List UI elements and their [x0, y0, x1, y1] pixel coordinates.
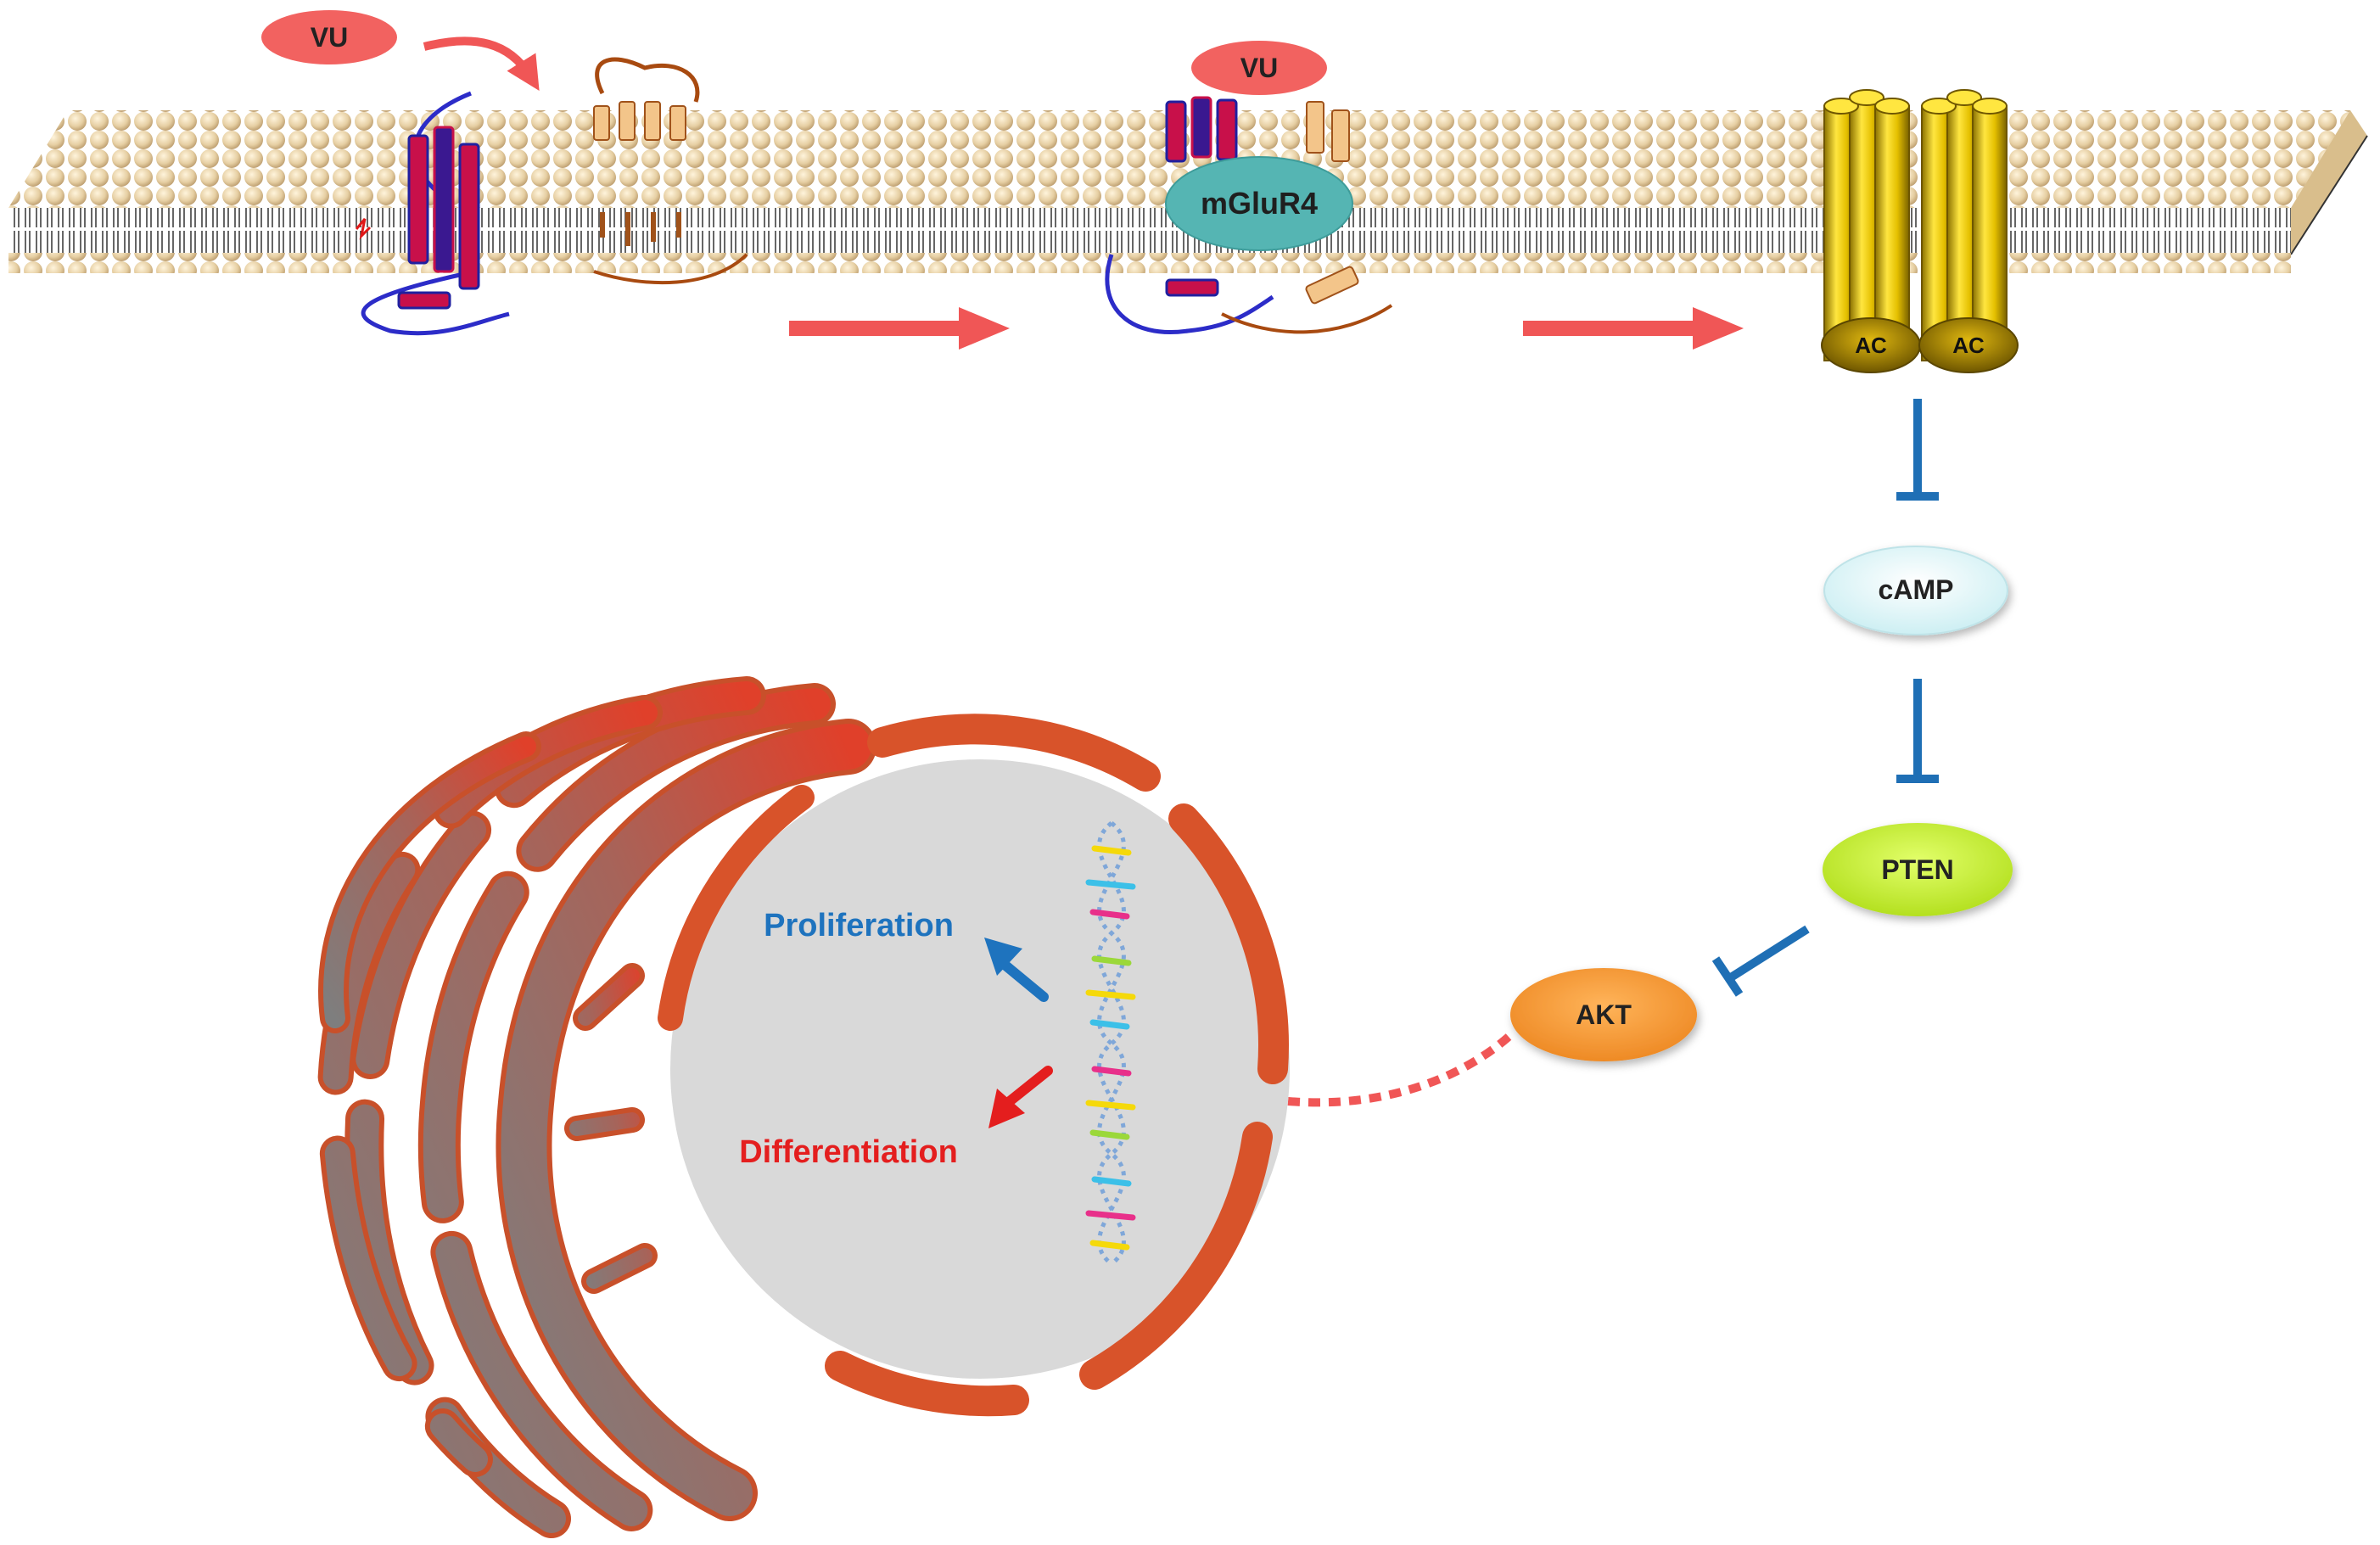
ac-subunit-2: AC [1918, 317, 2019, 373]
akt-node [1510, 968, 1697, 1061]
pten-node [1823, 823, 2013, 916]
receptor-monomer-blue [355, 91, 510, 336]
binding-arrow [423, 36, 540, 91]
inhibition-camp-to-pten [1896, 679, 1939, 783]
differentiation-arrow [988, 1066, 1053, 1128]
vu-label-1: VU [311, 22, 348, 53]
pten-label: PTEN [1881, 854, 1953, 885]
vu-ligand-2: VU [1191, 41, 1327, 95]
activation-arrow-2 [1523, 307, 1744, 350]
vu-ligand-1: VU [261, 10, 397, 64]
activation-arrow-1 [789, 307, 1010, 350]
receptor-monomer-brown [593, 57, 748, 285]
adenylyl-cyclase-channel: AC AC [1821, 89, 2019, 373]
receptor-label: mGluR4 [1201, 186, 1318, 221]
ac-label-2: AC [1952, 333, 1985, 358]
akt-label: AKT [1576, 999, 1632, 1030]
proliferation-arrow [984, 938, 1049, 1002]
dna-helix [1085, 821, 1136, 1266]
nucleus [658, 714, 1290, 1417]
ac-subunit-1: AC [1821, 317, 1921, 373]
proliferation-label: Proliferation [764, 908, 954, 943]
mglur4-receptor: mGluR4 [1165, 156, 1353, 251]
endoplasmic-reticulum [316, 676, 876, 1545]
camp-node [1823, 546, 2008, 635]
inhibition-ac-to-camp [1896, 399, 1939, 501]
differentiation-label: Differentiation [739, 1134, 958, 1170]
vu-label-2: VU [1240, 53, 1278, 83]
camp-label: cAMP [1879, 574, 1954, 605]
receptor-dimer [1105, 96, 1393, 334]
ac-label-1: AC [1855, 333, 1887, 358]
inhibition-pten-to-akt [1711, 925, 1810, 997]
